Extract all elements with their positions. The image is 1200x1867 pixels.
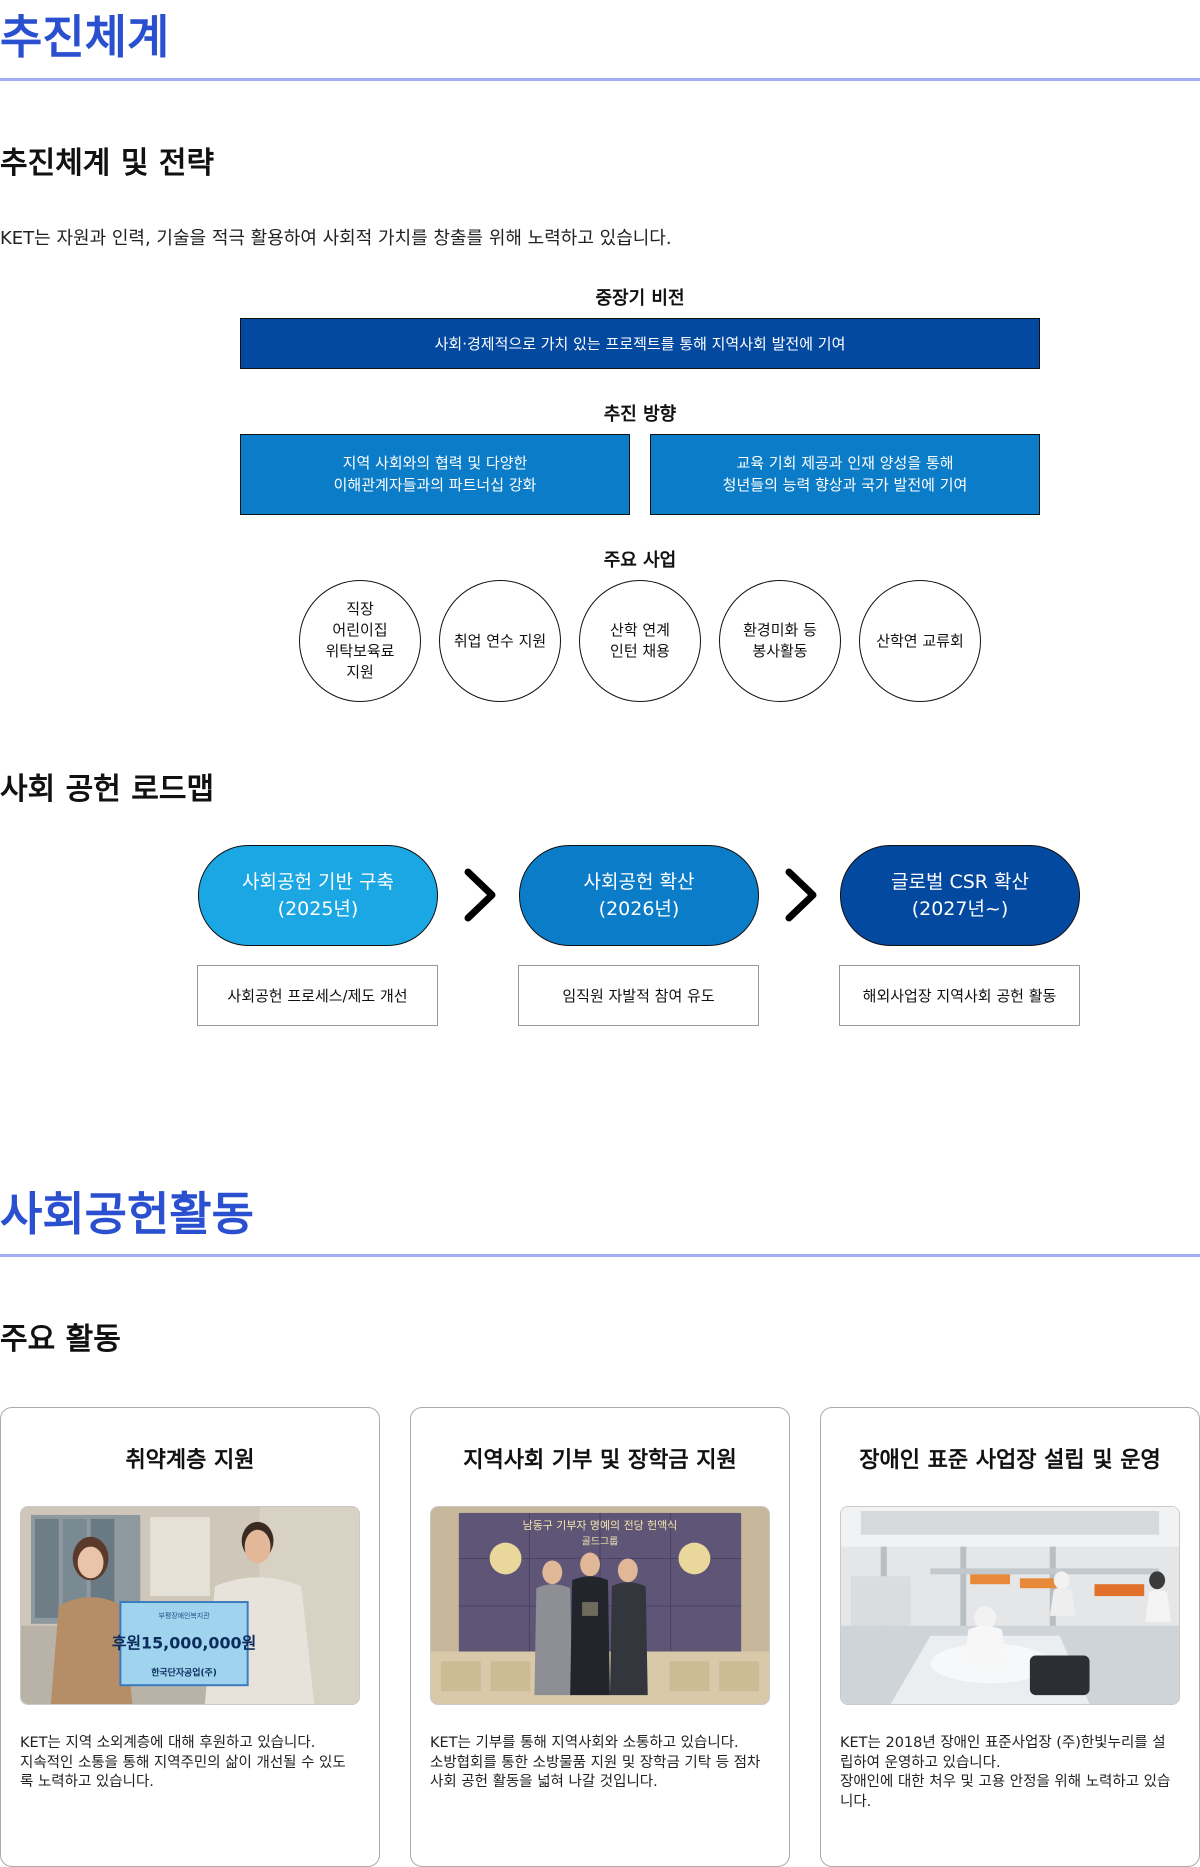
business-circle-exchange: 산학연 교류회 bbox=[859, 580, 981, 702]
activities-subtitle: 주요 활동 bbox=[0, 1322, 121, 1357]
activities-section-title: 사회공헌활동 bbox=[0, 1187, 254, 1241]
vision-box: 사회·경제적으로 가치 있는 프로젝트를 통해 지역사회 발전에 기여 bbox=[240, 318, 1040, 369]
card-description: KET는 지역 소외계층에 대해 후원하고 있습니다. 지속적인 소통을 통해 … bbox=[20, 1735, 346, 1791]
screen-subline-text: 골드그룹 bbox=[582, 1536, 619, 1548]
roadmap-note-global: 해외사업장 지역사회 공헌 활동 bbox=[839, 965, 1080, 1026]
board-bottom-text: 한국단자공업(주) bbox=[151, 1666, 217, 1678]
business-circle-volunteer: 환경미화 등 봉사활동 bbox=[719, 580, 841, 702]
business-label: 주요 사업 bbox=[603, 550, 677, 571]
card-title: 취약계층 지원 bbox=[125, 1448, 255, 1473]
chevron-right-icon bbox=[464, 868, 496, 922]
honor-hall-ceremony-photo: 남동구 기부자 명예의 전당 헌액식 골드그룹 bbox=[430, 1506, 770, 1705]
activity-card-donation-scholarship: 지역사회 기부 및 장학금 지원 남동구 기부자 명예의 전당 헌액식 골드그룹 bbox=[410, 1407, 790, 1867]
strategy-subtitle: 추진체계 및 전략 bbox=[0, 146, 215, 181]
section-divider bbox=[0, 78, 1200, 81]
donation-ceremony-photo: 부평장애인복지관 후원15,000,000원 한국단자공업(주) bbox=[20, 1506, 360, 1705]
roadmap-stage-foundation: 사회공헌 기반 구축 (2025년) bbox=[198, 845, 438, 946]
vision-text: 사회·경제적으로 가치 있는 프로젝트를 통해 지역사회 발전에 기여 bbox=[434, 335, 846, 353]
card-title: 장애인 표준 사업장 설립 및 운영 bbox=[859, 1448, 1161, 1473]
activity-card-vulnerable-support: 취약계층 지원 부평장애인복지관 후원15,000,000원 한국단자공업(주) bbox=[0, 1407, 380, 1867]
chevron-right-icon bbox=[785, 868, 817, 922]
governance-section-title: 추진체계 bbox=[0, 10, 170, 64]
board-top-text: 부평장애인복지관 bbox=[158, 1611, 210, 1620]
business-circle-training: 취업 연수 지원 bbox=[439, 580, 561, 702]
board-amount-text: 후원15,000,000원 bbox=[112, 1634, 256, 1653]
strategy-intro: KET는 자원과 인력, 기술을 적극 활용하여 사회적 가치를 창출를 위해 … bbox=[0, 228, 672, 249]
roadmap-stage-global: 글로벌 CSR 확산 (2027년~) bbox=[840, 845, 1080, 946]
activity-card-disability-workplace: 장애인 표준 사업장 설립 및 운영 KET는 2018년 장애인 표 bbox=[820, 1407, 1200, 1867]
workplace-photo bbox=[840, 1506, 1180, 1705]
direction-box-education: 교육 기회 제공과 인재 양성을 통해 청년들의 능력 향상과 국가 발전에 기… bbox=[650, 434, 1040, 515]
roadmap-note-foundation: 사회공헌 프로세스/제도 개선 bbox=[197, 965, 438, 1026]
roadmap-title: 사회 공헌 로드맵 bbox=[0, 772, 215, 807]
business-circle-childcare: 직장 어린이집 위탁보육료 지원 bbox=[299, 580, 421, 702]
roadmap-note-expansion: 임직원 자발적 참여 유도 bbox=[518, 965, 759, 1026]
direction-box-partnership: 지역 사회와의 협력 및 다양한 이해관계자들과의 파트너십 강화 bbox=[240, 434, 630, 515]
roadmap-stage-expansion: 사회공헌 확산 (2026년) bbox=[519, 845, 759, 946]
card-description: KET는 2018년 장애인 표준사업장 (주)한빛누리를 설 립하여 운영하고… bbox=[840, 1735, 1171, 1810]
section-divider bbox=[0, 1254, 1200, 1257]
business-circle-internship: 산학 연계 인턴 채용 bbox=[579, 580, 701, 702]
vision-label: 중장기 비전 bbox=[595, 288, 685, 309]
card-description: KET는 기부를 통해 지역사회와 소통하고 있습니다. 소방협회를 통한 소방… bbox=[430, 1735, 761, 1791]
card-title: 지역사회 기부 및 장학금 지원 bbox=[463, 1448, 737, 1473]
screen-headline-text: 남동구 기부자 명예의 전당 헌액식 bbox=[523, 1519, 678, 1532]
direction-label: 추진 방향 bbox=[603, 404, 677, 425]
